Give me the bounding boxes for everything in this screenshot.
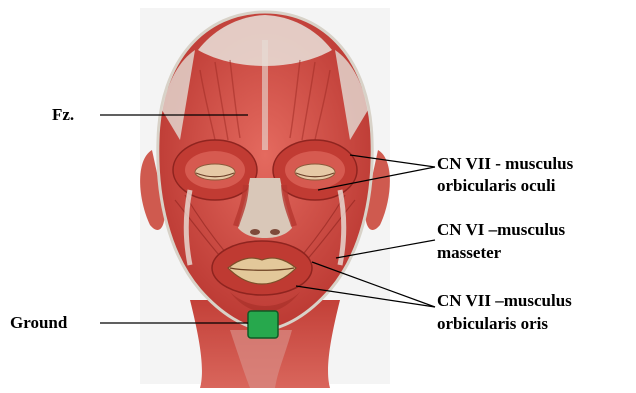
ground-electrode [248,311,278,338]
ground-label: Ground [10,312,67,333]
orbicularis-oris-label-line2: orbicularis oris [437,313,548,334]
orbicularis-oculi-label-line1: CN VII - musculus [437,153,573,174]
masseter-label-line1: CN VI –musculus [437,219,565,240]
left-eyelid [195,164,235,180]
fz-label: Fz. [52,104,74,125]
masseter-label-line2: masseter [437,242,501,263]
orbicularis-oculi-label-line2: orbicularis oculi [437,175,556,196]
orbicularis-oris-label-line1: CN VII –musculus [437,290,572,311]
right-eyelid [295,164,335,180]
